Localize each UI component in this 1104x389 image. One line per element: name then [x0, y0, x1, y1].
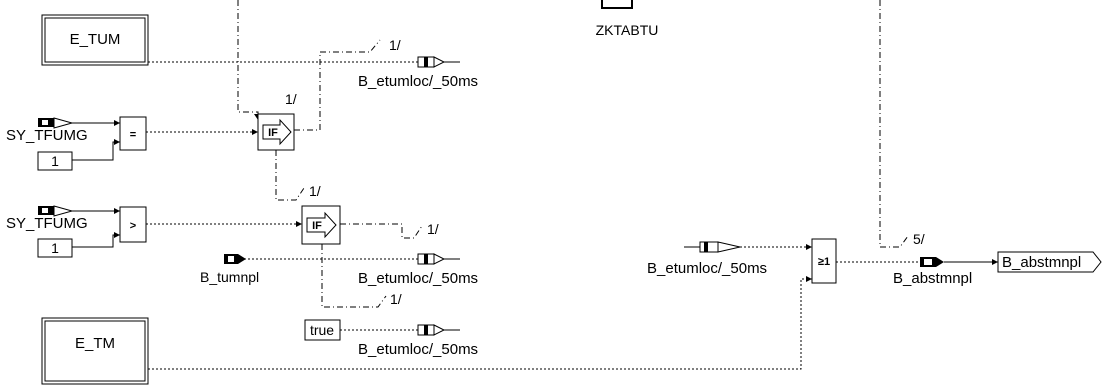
abstmnpl-label: B_abstmnpl	[893, 270, 972, 287]
sy-tfumg-1-label: SY_TFUMG	[6, 127, 88, 144]
arrowhead	[806, 244, 812, 250]
arrowhead	[992, 259, 998, 265]
e-tm-block[interactable]: E_TM	[41, 317, 149, 385]
arrowhead	[114, 208, 120, 214]
sy-tfumg-2-label: SY_TFUMG	[6, 215, 88, 232]
etumloc-1-label: B_etumloc/_50ms	[358, 73, 478, 90]
wires	[72, 0, 998, 370]
or-glyph: ≥1	[818, 256, 830, 268]
const-true-label: true	[310, 322, 334, 338]
b-tumnpl-label: B_tumnpl	[200, 269, 259, 285]
arrowhead	[114, 232, 120, 238]
const-1-b-label: 1	[51, 240, 59, 256]
etumloc-2-label: B_etumloc/_50ms	[358, 270, 478, 287]
zktabtu-block[interactable]: ZKTABTU	[596, 0, 659, 38]
path-label-6: 5/	[913, 231, 925, 247]
greater-glyph: >	[130, 220, 136, 232]
abstmnpl-output[interactable]: B_abstmnpl	[997, 251, 1102, 273]
wire-top-left	[237, 0, 259, 120]
equal-glyph: =	[130, 129, 136, 141]
path-labels: 1/ 1/ 1/ 1/ 1/ 5/	[285, 37, 925, 307]
path-label-3: 1/	[309, 183, 321, 199]
arrowhead	[806, 276, 812, 282]
etumloc-output-2[interactable]: B_etumloc/_50ms	[358, 253, 478, 287]
wire-const1b	[72, 234, 120, 248]
wire-if2-down	[321, 244, 387, 308]
sy-tfumg-input-1[interactable]: SY_TFUMG	[6, 117, 88, 144]
if-2-glyph: IF	[312, 220, 322, 232]
wire-etm-out	[148, 278, 812, 370]
etumloc-output-3[interactable]: B_etumloc/_50ms	[358, 324, 478, 358]
arrowhead	[252, 129, 258, 135]
b-tumnpl-input[interactable]: B_tumnpl	[200, 254, 259, 285]
arrowhead	[114, 139, 120, 145]
greater-operator[interactable]: >	[119, 206, 147, 243]
path-label-5: 1/	[390, 291, 402, 307]
arrowhead	[114, 120, 120, 126]
wire-if1-down	[275, 150, 305, 201]
sy-tfumg-input-2[interactable]: SY_TFUMG	[6, 205, 88, 232]
or-block[interactable]: ≥1	[811, 238, 837, 284]
wire-if2-right	[340, 223, 423, 239]
constant-true[interactable]: true	[304, 319, 341, 341]
wire-if1-up	[294, 39, 381, 131]
equal-operator[interactable]: =	[119, 116, 147, 151]
e-tum-label: E_TUM	[70, 31, 121, 48]
path-label-2: 1/	[285, 91, 297, 107]
constant-1-a[interactable]: 1	[37, 151, 73, 171]
e-tum-block[interactable]: E_TUM	[41, 14, 149, 66]
etumloc-in-label: B_etumloc/_50ms	[647, 260, 767, 277]
abstmnpl-port[interactable]: B_abstmnpl	[893, 257, 972, 287]
arrowhead	[296, 221, 302, 227]
zktabtu-label: ZKTABTU	[596, 22, 659, 38]
const-1-a-label: 1	[51, 153, 59, 169]
path-label-4: 1/	[427, 221, 439, 237]
arrowheads	[114, 114, 998, 282]
path-label-1: 1/	[389, 37, 401, 53]
etumloc-input[interactable]: B_etumloc/_50ms	[647, 241, 767, 277]
if-block-2[interactable]: IF	[301, 205, 341, 245]
etumloc-output-1[interactable]: B_etumloc/_50ms	[358, 56, 478, 90]
wire-const1a	[72, 141, 120, 161]
if-1-glyph: IF	[268, 127, 278, 139]
etumloc-3-label: B_etumloc/_50ms	[358, 341, 478, 358]
wire-top-right	[879, 0, 909, 248]
if-block-1[interactable]: IF	[257, 113, 295, 151]
abstmnpl-out-label: B_abstmnpl	[1002, 254, 1081, 271]
constant-1-b[interactable]: 1	[37, 238, 73, 258]
e-tm-label: E_TM	[75, 335, 115, 352]
